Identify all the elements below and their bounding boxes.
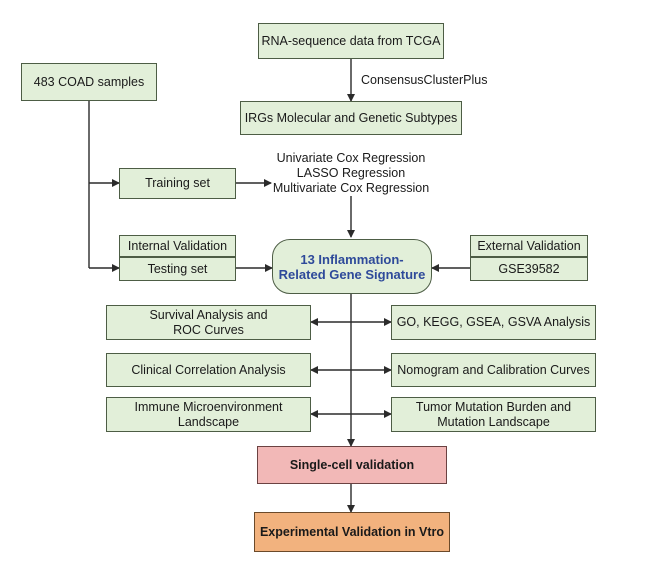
tmb-landscape-line-2: Mutation Landscape <box>437 414 550 429</box>
nomogram-node: Nomogram and Calibration Curves <box>391 353 596 387</box>
survival-roc-line-1: Survival Analysis and <box>149 307 268 322</box>
regression-line-3: Multivariate Cox Regression <box>272 181 430 195</box>
regression-line-1: Univariate Cox Regression <box>276 151 426 165</box>
experimental-validation-label: Experimental Validation in Vtro <box>259 524 445 539</box>
survival-roc-line-2: ROC Curves <box>173 322 244 337</box>
immune-landscape-line-1: Immune Microenvironment <box>134 399 283 414</box>
regression-methods-label: Univariate Cox Regression LASSO Regressi… <box>264 151 438 196</box>
go-kegg-node: GO, KEGG, GSEA, GSVA Analysis <box>391 305 596 340</box>
irgs-subtypes-node: IRGs Molecular and Genetic Subtypes <box>240 101 462 135</box>
single-cell-validation-label: Single-cell validation <box>289 457 415 472</box>
survival-roc-node: Survival Analysis and ROC Curves <box>106 305 311 340</box>
go-kegg-label: GO, KEGG, GSEA, GSVA Analysis <box>396 315 591 329</box>
testing-set-node: Testing set <box>119 257 236 281</box>
tmb-landscape-line-1: Tumor Mutation Burden and <box>415 399 572 414</box>
irgs-subtypes-label: IRGs Molecular and Genetic Subtypes <box>244 110 458 125</box>
experimental-validation-node: Experimental Validation in Vtro <box>254 512 450 552</box>
gse-dataset-node: GSE39582 <box>470 257 588 281</box>
gse-dataset-label: GSE39582 <box>498 261 560 276</box>
training-set-node: Training set <box>119 168 236 199</box>
gene-signature-line-1: 13 Inflammation- <box>300 251 404 267</box>
tcga-data-node: RNA-sequence data from TCGA <box>258 23 444 59</box>
regression-line-2: LASSO Regression <box>296 166 406 180</box>
clinical-correlation-node: Clinical Correlation Analysis <box>106 353 311 387</box>
gene-signature-node: 13 Inflammation- Related Gene Signature <box>272 239 432 294</box>
internal-validation-node: Internal Validation <box>119 235 236 257</box>
training-set-label: Training set <box>145 176 210 190</box>
external-validation-label: External Validation <box>477 238 581 253</box>
single-cell-validation-node: Single-cell validation <box>257 446 447 484</box>
coad-samples-node: 483 COAD samples <box>21 63 157 101</box>
external-validation-node: External Validation <box>470 235 588 257</box>
consensus-cluster-label: ConsensusClusterPlus <box>361 73 488 87</box>
testing-set-label: Testing set <box>147 261 208 276</box>
coad-samples-label: 483 COAD samples <box>33 74 145 89</box>
nomogram-label: Nomogram and Calibration Curves <box>397 362 590 377</box>
internal-validation-label: Internal Validation <box>127 238 228 253</box>
gene-signature-line-2: Related Gene Signature <box>278 266 426 282</box>
tcga-data-label: RNA-sequence data from TCGA <box>261 33 441 48</box>
tmb-landscape-node: Tumor Mutation Burden and Mutation Lands… <box>391 397 596 432</box>
clinical-correlation-label: Clinical Correlation Analysis <box>131 362 286 377</box>
immune-landscape-line-2: Landscape <box>177 414 240 429</box>
immune-landscape-node: Immune Microenvironment Landscape <box>106 397 311 432</box>
